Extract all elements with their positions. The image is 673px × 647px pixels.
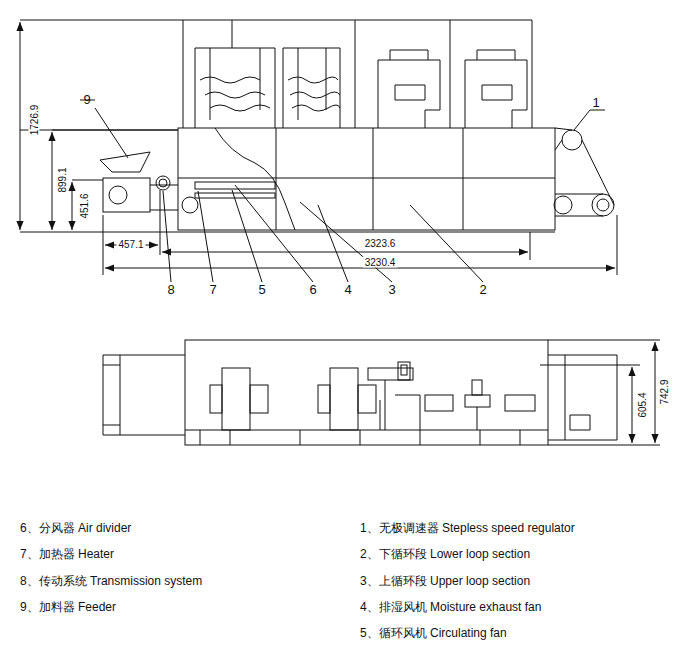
- dimension-text: 605.4: [637, 390, 648, 419]
- callout-number: 1: [592, 96, 599, 110]
- legend-item: 9、加料器 Feeder: [20, 601, 116, 614]
- legend-item: 2、下循环段 Lower loop section: [360, 548, 530, 561]
- legend-item: 4、排湿风机 Moisture exhaust fan: [360, 601, 541, 614]
- callout-number: 8: [167, 283, 174, 297]
- legend-item: 5、循环风机 Circulating fan: [360, 627, 507, 640]
- legend-item: 1、无极调速器 Stepless speed regulator: [360, 522, 575, 535]
- callout-number: 5: [258, 283, 265, 297]
- callout-number: 7: [209, 283, 216, 297]
- dimension-text: 1726.9: [29, 103, 40, 138]
- dimension-text: 742.9: [659, 377, 670, 406]
- dimension-text: 2323.6: [363, 238, 398, 249]
- legend-item: 6、分风器 Air divider: [20, 522, 131, 535]
- callout-number: 6: [309, 283, 316, 297]
- legend-item: 3、上循环段 Upper loop section: [360, 575, 530, 588]
- callout-number: 3: [388, 283, 395, 297]
- dimension-text: 3230.4: [363, 257, 398, 268]
- legend-item: 8、传动系统 Transmission system: [20, 575, 202, 588]
- dimension-text: 457.1: [116, 239, 145, 250]
- callout-number: 2: [479, 283, 486, 297]
- callout-number: 9: [83, 93, 90, 107]
- dimension-text: 451.6: [79, 191, 90, 220]
- dimension-text: 899.1: [57, 165, 68, 194]
- callout-number: 4: [344, 283, 351, 297]
- legend-item: 7、加热器 Heater: [20, 548, 114, 561]
